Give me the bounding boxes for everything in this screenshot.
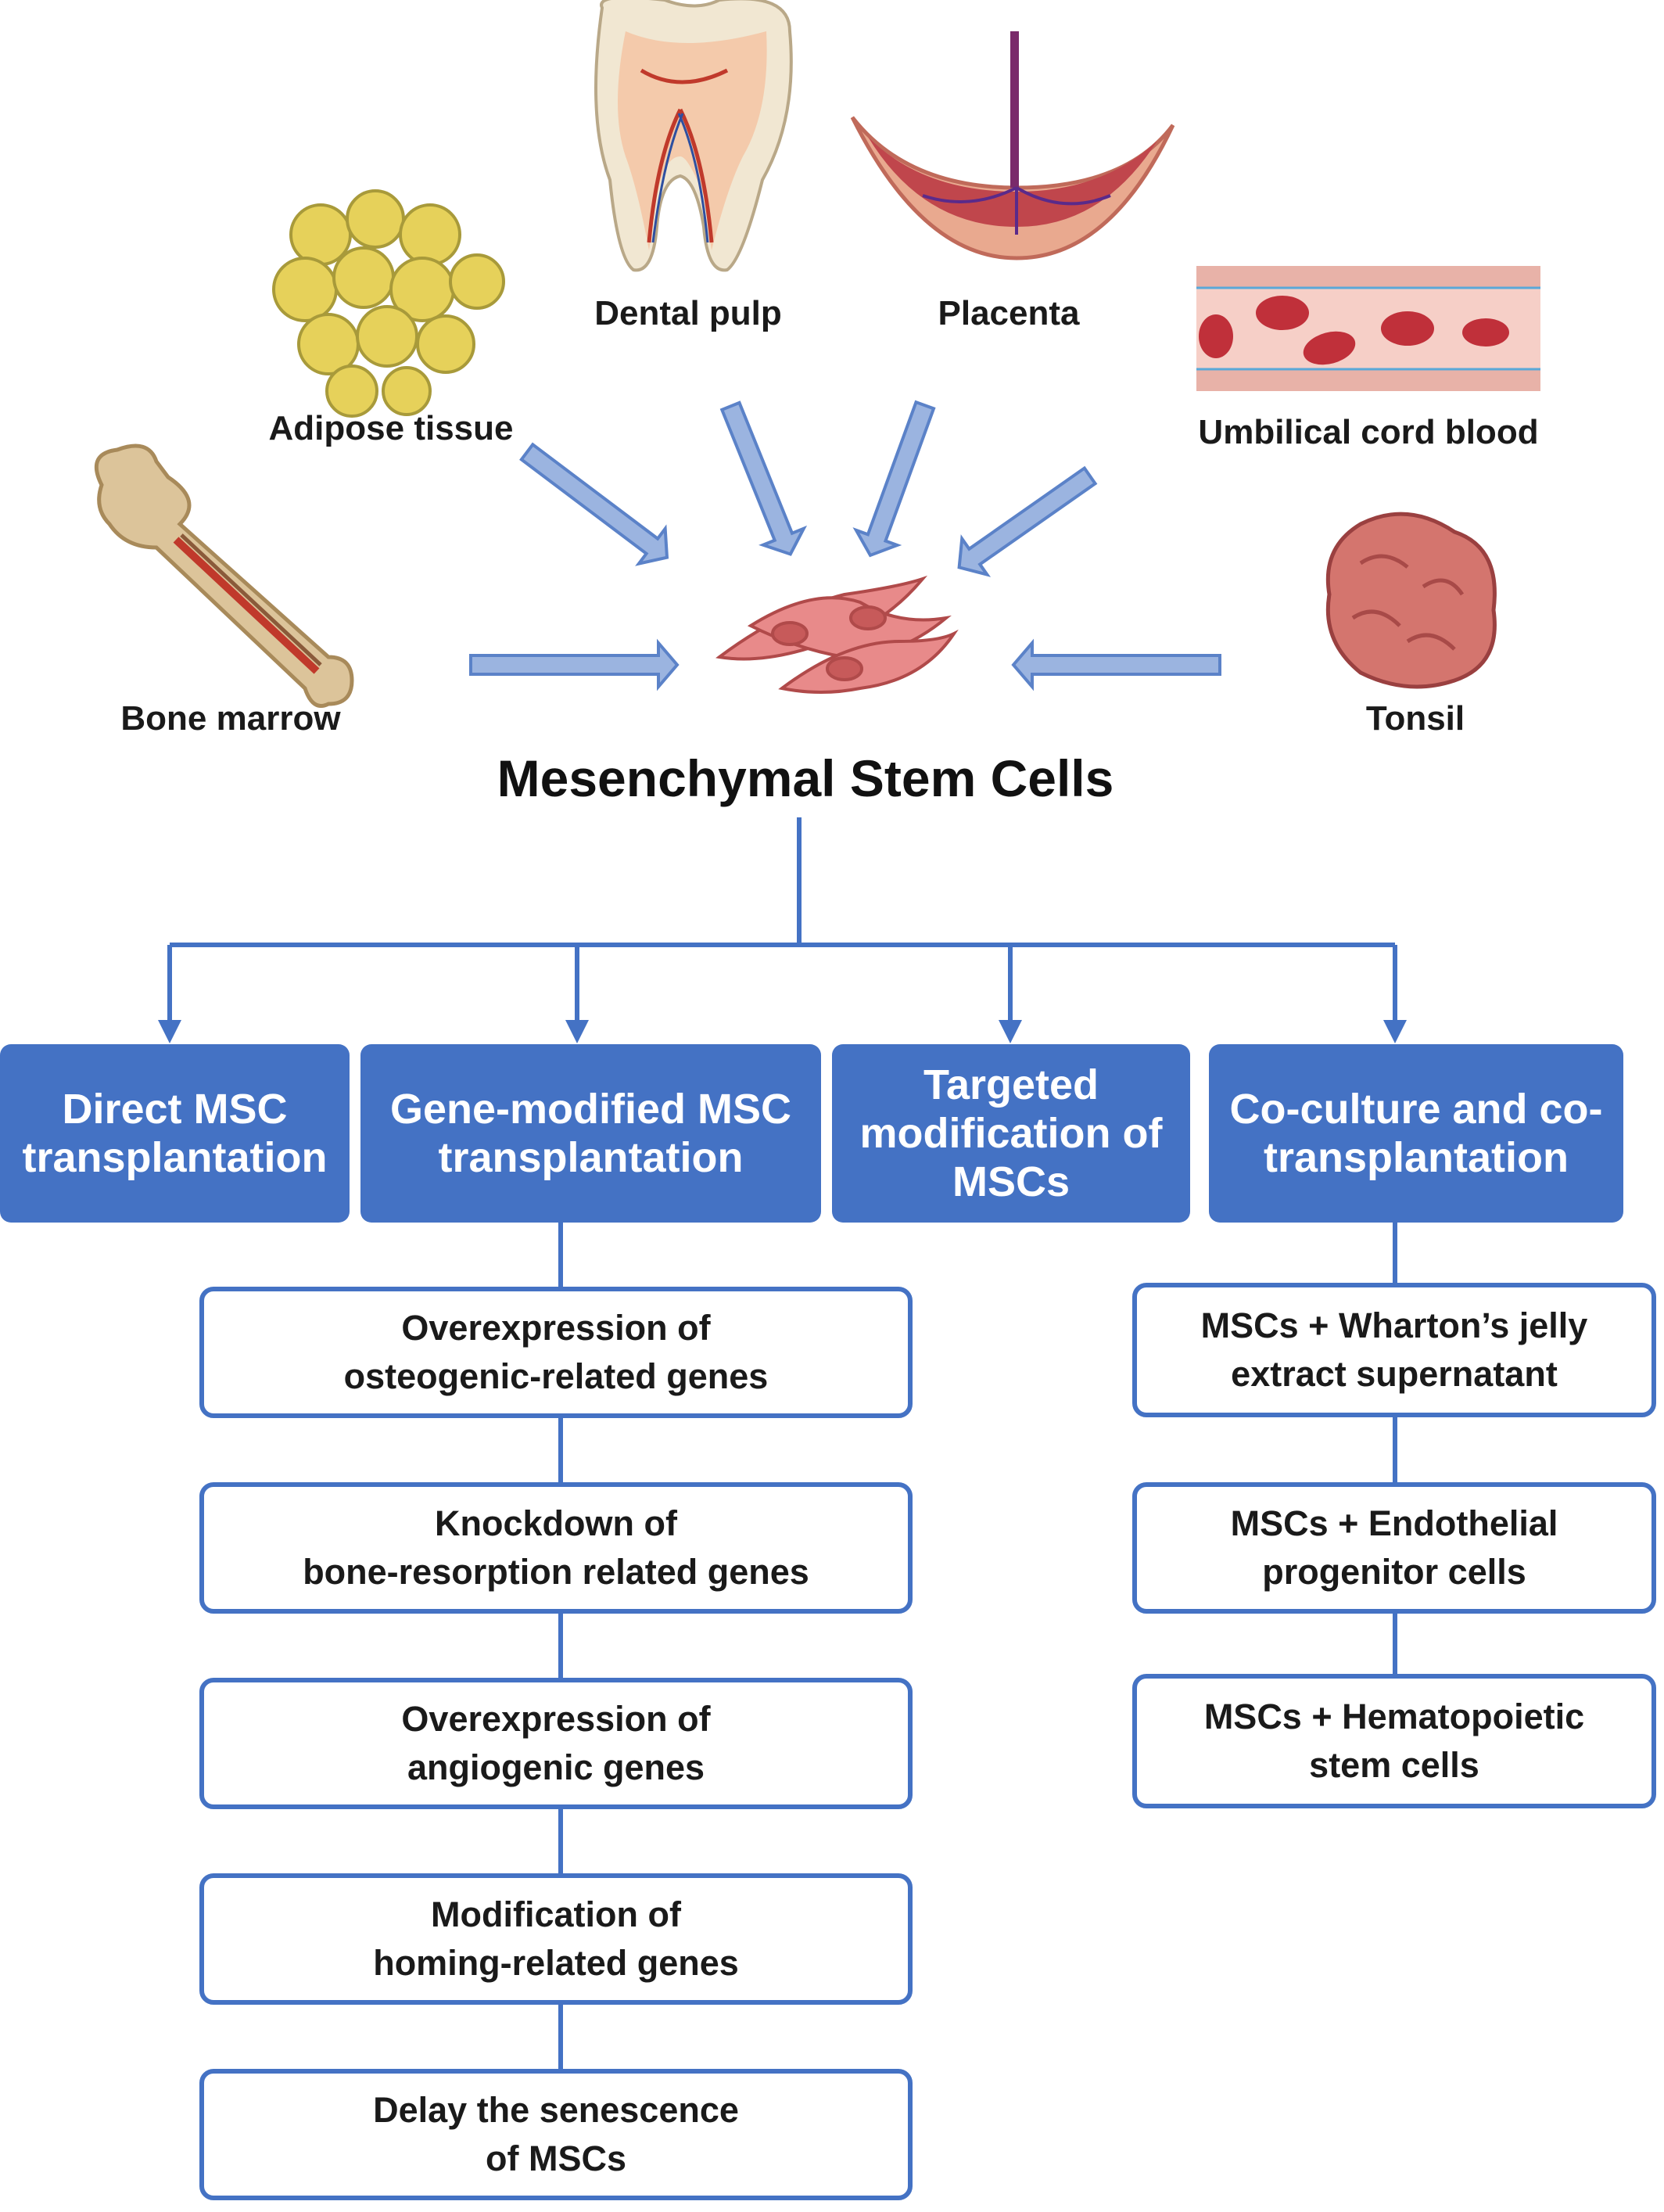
category-coculture: Co-culture and co-transplantation: [1209, 1044, 1623, 1223]
arrow-tonsil: [1011, 638, 1221, 691]
category-targeted-modification: Targeted modification of MSCs: [832, 1044, 1190, 1223]
tonsil-icon: [1325, 512, 1497, 689]
arrow-bone-marrow: [469, 638, 680, 691]
category-gene-modified-transplantation: Gene-modified MSC transplantation: [360, 1044, 821, 1223]
coculture-step-endothelial: MSCs + Endothelial progenitor cells: [1132, 1482, 1656, 1614]
arrow-placenta: [852, 400, 936, 558]
arrow-umbilical: [957, 465, 1098, 577]
label-umbilical-cord-blood: Umbilical cord blood: [1198, 413, 1539, 451]
arrow-adipose: [519, 442, 669, 566]
label-adipose-tissue: Adipose tissue: [268, 409, 514, 447]
tooth-icon: [594, 0, 793, 272]
category-direct-transplantation: Direct MSC transplantation: [0, 1044, 350, 1223]
gene-step-homing: Modification of homing-related genes: [199, 1873, 913, 2005]
coculture-step-wharton: MSCs + Wharton’s jelly extract supernata…: [1132, 1283, 1656, 1417]
gene-step-senescence: Delay the senescence of MSCs: [199, 2069, 913, 2200]
gene-step-osteogenic: Overexpression of osteogenic-related gen…: [199, 1287, 913, 1418]
gene-step-bone-resorption: Knockdown of bone-resorption related gen…: [199, 1482, 913, 1614]
msc-cells-icon: [715, 575, 959, 694]
arrow-dental-pulp: [719, 400, 808, 556]
tree-connectors: [158, 817, 1407, 1043]
label-dental-pulp: Dental pulp: [594, 294, 782, 332]
label-bone-marrow: Bone marrow: [120, 699, 341, 738]
coculture-step-hematopoietic: MSCs + Hematopoietic stem cells: [1132, 1674, 1656, 1808]
adipose-tissue-icon: [272, 189, 505, 418]
diagram-title: Mesenchymal Stem Cells: [497, 749, 1114, 807]
chain-connectors: [558, 1219, 1397, 2069]
bone-icon: [94, 443, 354, 708]
gene-step-angiogenic: Overexpression of angiogenic genes: [199, 1678, 913, 1809]
label-tonsil: Tonsil: [1365, 699, 1465, 738]
placenta-icon: [850, 31, 1175, 260]
blood-vessel-icon: [1196, 266, 1540, 391]
label-placenta: Placenta: [938, 294, 1080, 332]
source-arrows: [469, 400, 1221, 691]
